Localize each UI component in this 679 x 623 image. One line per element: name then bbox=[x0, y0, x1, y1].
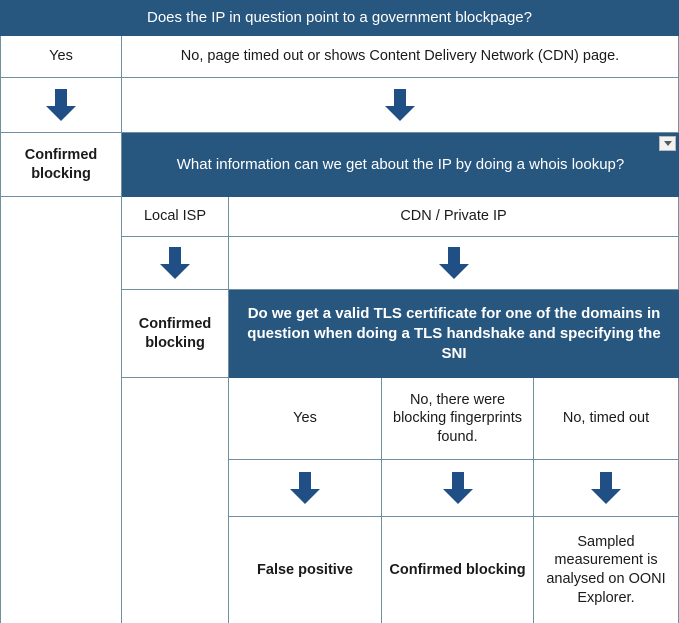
level3-arrow-yes-cell bbox=[229, 460, 382, 517]
chevron-down-icon bbox=[663, 141, 672, 146]
down-arrow-icon bbox=[591, 472, 621, 504]
level2-answer-local-isp: Local ISP bbox=[122, 197, 229, 237]
down-arrow-icon bbox=[442, 472, 473, 504]
level3-outcome-sampled-measurement: Sampled measurement is analysed on OONI … bbox=[534, 517, 679, 623]
level2-arrow-local-isp-cell bbox=[122, 237, 229, 290]
down-arrow-icon bbox=[290, 472, 320, 504]
level2-outcome-confirmed-blocking: Confirmed blocking bbox=[122, 290, 229, 378]
question-2-band: What information can we get about the IP… bbox=[122, 133, 679, 197]
level1-arrow-no-cell bbox=[122, 78, 679, 133]
level3-arrow-fingerprints-cell bbox=[382, 460, 534, 517]
down-arrow-icon bbox=[385, 89, 415, 121]
level1-answer-no: No, page timed out or shows Content Deli… bbox=[122, 36, 679, 78]
level1-answer-yes: Yes bbox=[0, 36, 122, 78]
level3-answer-fingerprints: No, there were blocking fingerprints fou… bbox=[382, 378, 534, 460]
level3-arrow-timed-out-cell bbox=[534, 460, 679, 517]
question-3-band: Do we get a valid TLS certificate for on… bbox=[229, 290, 679, 378]
down-arrow-icon bbox=[160, 247, 190, 279]
level2-arrow-cdn-cell bbox=[229, 237, 679, 290]
level1-outcome-confirmed-blocking: Confirmed blocking bbox=[0, 133, 122, 197]
level3-answer-yes: Yes bbox=[229, 378, 382, 460]
level3-outcome-confirmed-blocking: Confirmed blocking bbox=[382, 517, 534, 623]
down-arrow-icon bbox=[46, 89, 76, 121]
level3-answer-timed-out: No, timed out bbox=[534, 378, 679, 460]
dropdown-button[interactable] bbox=[659, 136, 676, 151]
level1-arrow-yes-cell bbox=[0, 78, 122, 133]
level2-answer-cdn: CDN / Private IP bbox=[229, 197, 679, 237]
down-arrow-icon bbox=[438, 247, 469, 279]
question-1-band: Does the IP in question point to a gover… bbox=[0, 0, 679, 36]
level3-outcome-false-positive: False positive bbox=[229, 517, 382, 623]
left-spine-empty bbox=[0, 197, 122, 623]
level2-spine-empty bbox=[122, 378, 229, 623]
